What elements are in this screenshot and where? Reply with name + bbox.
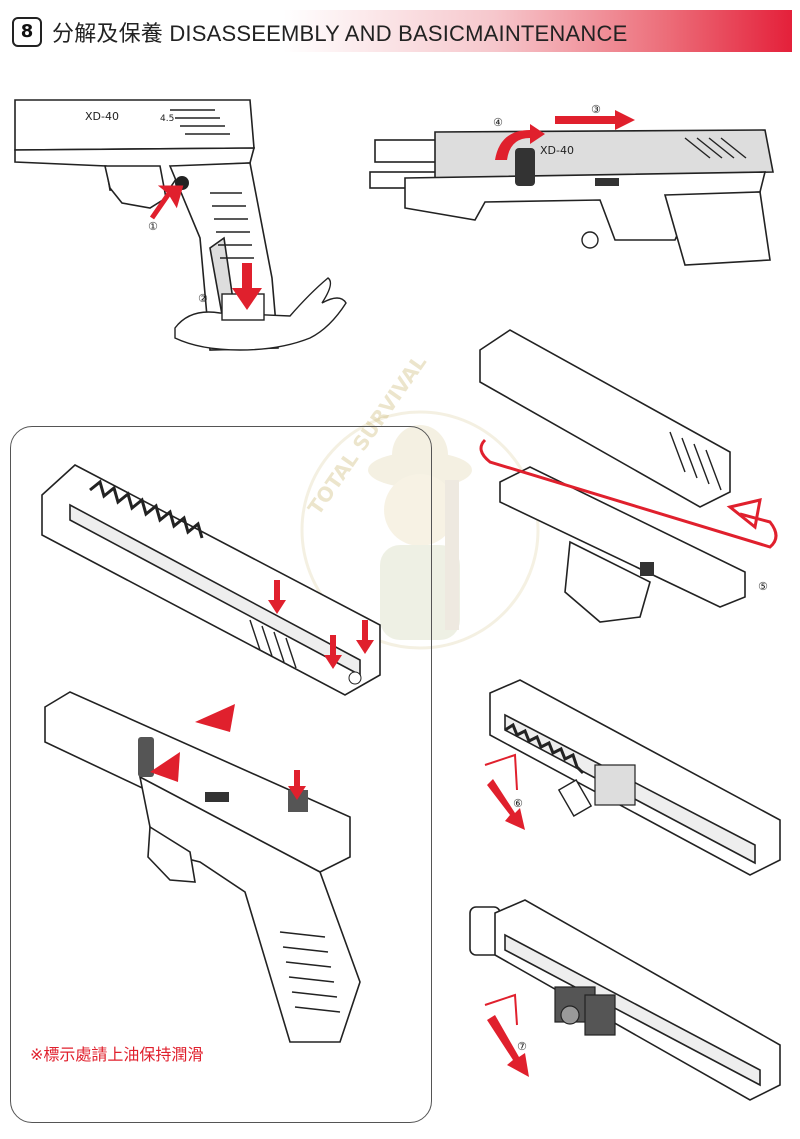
- step-label-1: ①: [148, 220, 158, 233]
- figure-recoil-spring-removal: ⑥: [484, 679, 781, 876]
- section-header: 8 分解及保養 DISASSEEMBLY AND BASICMAINTENANC…: [10, 10, 792, 52]
- arrow-down-right-icon: [487, 779, 525, 830]
- step-number-badge: 8: [12, 17, 42, 47]
- slide-stop: [595, 178, 619, 186]
- slide-model-marking: XD-40: [85, 110, 119, 123]
- section-title: 分解及保養 DISASSEEMBLY AND BASICMAINTENANCE: [52, 21, 628, 46]
- takedown-lever: [515, 148, 535, 186]
- slide-model-marking-2: XD-40: [540, 144, 574, 157]
- watermark-logo: TOTAL SURVIVAL: [300, 350, 540, 650]
- lube-point-markers: [268, 580, 374, 669]
- figure-slide-off-frame: ⑤: [479, 329, 778, 623]
- hand-illustration: [174, 277, 347, 351]
- arrow-loop-icon: [479, 438, 778, 549]
- arrow-down-right-icon-2: [487, 1015, 529, 1077]
- arrow-down-icon: [232, 263, 262, 310]
- step-label-4: ④: [493, 116, 503, 129]
- step-label-6: ⑥: [513, 797, 523, 810]
- hop-up-unit: [554, 986, 616, 1036]
- step-label-2: ②: [198, 292, 208, 305]
- figure-frame-lubrication: [44, 691, 361, 1043]
- guide-rod-spring: [89, 479, 204, 539]
- step-label-5: ⑤: [758, 580, 768, 593]
- lubrication-note: ※標示處請上油保持潤滑: [30, 1045, 204, 1064]
- arrow-rotate-icon: [495, 124, 545, 160]
- arrow-press-icon: [149, 185, 184, 220]
- figure-magazine-removal: XD-40 4.5 ① ②: [14, 99, 347, 351]
- figure-slide-lubrication: [41, 464, 381, 696]
- step-label-7: ⑦: [517, 1040, 527, 1053]
- figure-slide-release: XD-40 ③ ④: [369, 103, 774, 266]
- recoil-spring: [504, 722, 585, 775]
- step-label-3: ③: [591, 103, 601, 116]
- arrow-right-icon: [555, 110, 635, 130]
- header-gradient-band: [10, 10, 792, 52]
- slide-size-marking: 4.5: [160, 114, 174, 124]
- figure-barrel-removal: ⑦: [469, 899, 781, 1101]
- lube-point-markers-2: [150, 704, 306, 800]
- lubrication-inset-panel: [10, 426, 432, 1123]
